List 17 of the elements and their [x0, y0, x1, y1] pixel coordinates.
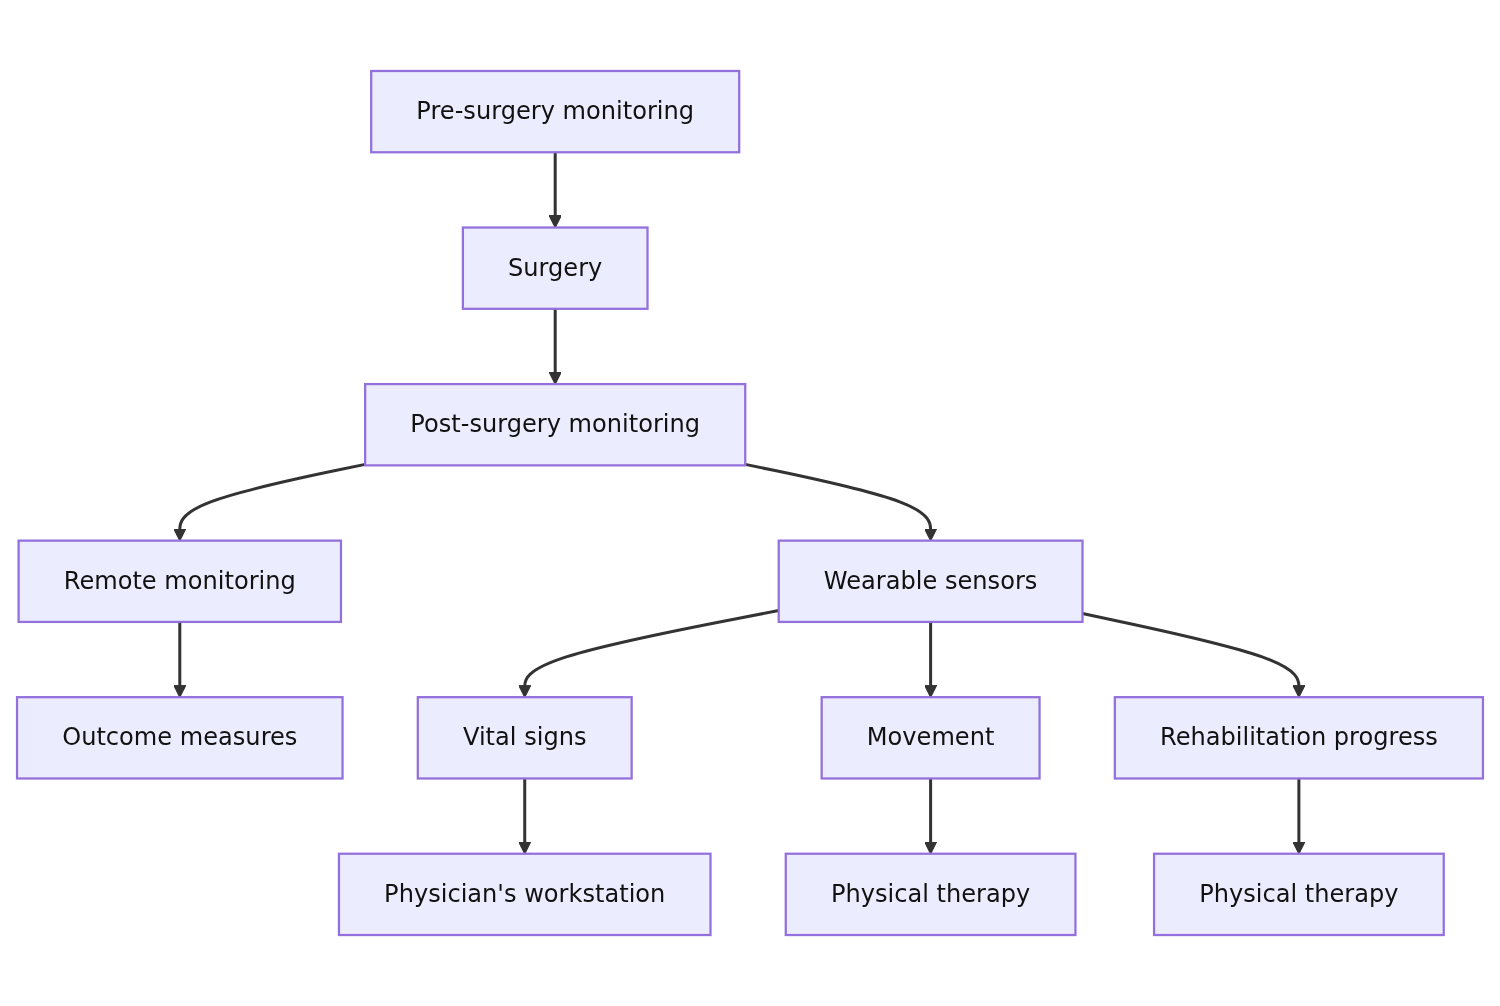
- arrow: [173, 621, 187, 698]
- node-box: Remote monitoring: [17, 539, 343, 624]
- node-box: Wearable sensors: [777, 539, 1084, 624]
- node-box: Post-surgery monitoring: [364, 382, 747, 467]
- node-box: Movement: [820, 696, 1041, 780]
- node-box: Vital signs: [416, 696, 633, 780]
- node-box: Physician's workstation: [337, 852, 712, 937]
- node-box: Physical therapy: [1152, 852, 1445, 937]
- node-box: Surgery: [461, 226, 649, 310]
- node-box: Outcome measures: [15, 696, 344, 780]
- node-box: Rehabilitation progress: [1113, 696, 1485, 780]
- node-box: Physical therapy: [784, 852, 1077, 937]
- node-box: Pre-surgery monitoring: [370, 69, 741, 154]
- arrow: [518, 609, 779, 698]
- arrow: [548, 308, 562, 385]
- arrow: [1082, 612, 1306, 698]
- arrow: [924, 621, 938, 698]
